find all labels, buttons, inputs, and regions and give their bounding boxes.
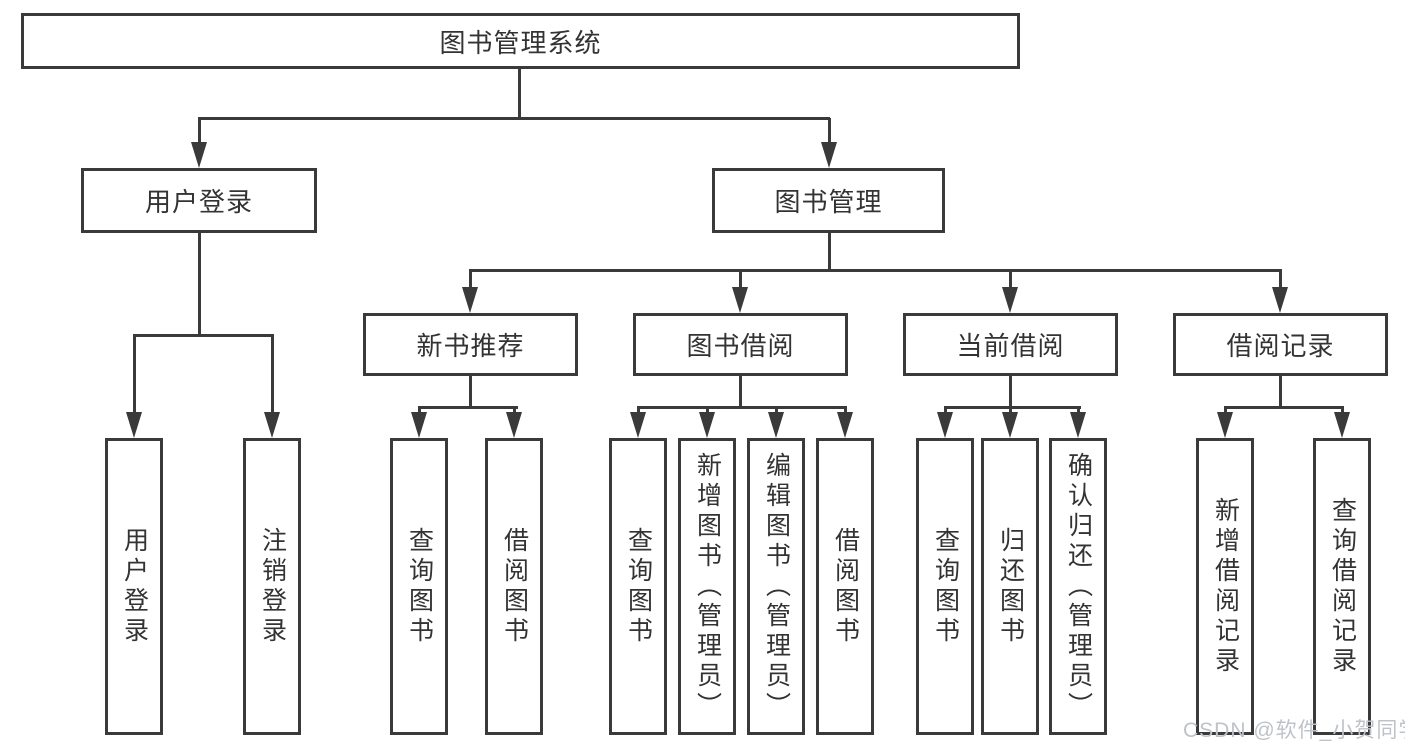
connector-line bbox=[513, 406, 516, 416]
node-label: 新书推荐 bbox=[416, 331, 525, 361]
leaf-query-books-borrow: 查询图书 bbox=[609, 438, 667, 735]
leaf-add-borrow-record: 新增借阅记录 bbox=[1196, 438, 1254, 735]
connector-line bbox=[844, 406, 847, 416]
connector-line bbox=[739, 270, 742, 290]
arrowhead-down bbox=[462, 287, 478, 313]
arrowhead-down bbox=[1217, 412, 1233, 438]
arrowhead-down bbox=[1070, 412, 1086, 438]
node-user-login: 用户登录 bbox=[81, 168, 317, 233]
csdn-watermark: CSDN @软件_小贺同学 bbox=[1183, 719, 1405, 742]
node-label: 当前借阅 bbox=[956, 331, 1065, 361]
arrowhead-down bbox=[1002, 412, 1018, 438]
arrowhead-down bbox=[411, 412, 427, 438]
arrowhead-down bbox=[837, 412, 853, 438]
connector-line bbox=[271, 334, 274, 414]
connector-line bbox=[1224, 406, 1227, 416]
connector-line bbox=[198, 117, 830, 120]
leaf-label: 借阅图书 bbox=[831, 526, 860, 647]
leaf-return-books: 归还图书 bbox=[981, 438, 1039, 735]
connector-line bbox=[133, 334, 136, 414]
leaf-query-borrow-record: 查询借阅记录 bbox=[1313, 438, 1371, 735]
leaf-query-books-recommend: 查询图书 bbox=[390, 438, 448, 735]
arrowhead-down bbox=[1334, 412, 1350, 438]
leaf-borrow-books-recommend: 借阅图书 bbox=[485, 438, 543, 735]
leaf-label: 查询借阅记录 bbox=[1328, 496, 1357, 677]
connector-line bbox=[944, 406, 947, 416]
leaf-logout-login: 注销登录 bbox=[243, 438, 301, 735]
arrowhead-down bbox=[699, 412, 715, 438]
connector-line bbox=[198, 118, 201, 145]
leaf-label: 查询图书 bbox=[405, 526, 434, 647]
arrowhead-down bbox=[506, 412, 522, 438]
arrowhead-down bbox=[937, 412, 953, 438]
arrowhead-down bbox=[768, 412, 784, 438]
node-label: 图书管理系统 bbox=[439, 27, 602, 58]
connector-line bbox=[706, 406, 709, 416]
node-label: 用户登录 bbox=[144, 187, 253, 217]
leaf-add-books-admin: 新增图书（管理员） bbox=[678, 438, 736, 735]
arrowhead-down bbox=[264, 412, 280, 438]
connector-line bbox=[739, 376, 742, 407]
connector-line bbox=[1279, 376, 1282, 407]
connector-line bbox=[1341, 406, 1344, 416]
node-library-management-system: 图书管理系统 bbox=[21, 13, 1020, 69]
node-current-borrowing: 当前借阅 bbox=[903, 313, 1118, 376]
connector-line bbox=[637, 406, 640, 416]
connector-line bbox=[828, 118, 831, 145]
connector-line bbox=[518, 69, 521, 118]
node-label: 图书借阅 bbox=[686, 331, 795, 361]
arrowhead-down bbox=[126, 412, 142, 438]
arrowhead-down bbox=[1272, 287, 1288, 313]
connector-line bbox=[775, 406, 778, 416]
node-book-management: 图书管理 bbox=[712, 168, 945, 233]
arrowhead-down bbox=[821, 142, 837, 168]
node-label: 借阅记录 bbox=[1226, 331, 1335, 361]
leaf-user-login: 用户登录 bbox=[105, 438, 163, 735]
leaf-label: 新增借阅记录 bbox=[1211, 496, 1240, 677]
leaf-label: 确认归还（管理员） bbox=[1064, 451, 1093, 722]
connector-line bbox=[198, 233, 201, 335]
leaf-label: 查询图书 bbox=[931, 526, 960, 647]
leaf-borrow-books: 借阅图书 bbox=[816, 438, 874, 735]
connector-line bbox=[1279, 270, 1282, 290]
leaf-label: 注销登录 bbox=[258, 526, 287, 647]
connector-line bbox=[469, 376, 472, 407]
connector-line bbox=[1009, 376, 1012, 407]
node-borrowing-records: 借阅记录 bbox=[1173, 313, 1388, 376]
leaf-confirm-return-admin: 确认归还（管理员） bbox=[1049, 438, 1107, 735]
leaf-label: 借阅图书 bbox=[500, 526, 529, 647]
node-book-borrowing: 图书借阅 bbox=[633, 313, 848, 376]
connector-line bbox=[1009, 406, 1012, 416]
leaf-query-books-current: 查询图书 bbox=[916, 438, 974, 735]
leaf-label: 归还图书 bbox=[996, 526, 1025, 647]
leaf-label: 编辑图书（管理员） bbox=[762, 451, 791, 722]
connector-line bbox=[469, 269, 1282, 272]
arrowhead-down bbox=[732, 287, 748, 313]
connector-line bbox=[1009, 270, 1012, 290]
connector-line bbox=[469, 270, 472, 290]
connector-line bbox=[133, 334, 274, 337]
arrowhead-down bbox=[191, 142, 207, 168]
node-new-book-recommendation: 新书推荐 bbox=[363, 313, 578, 376]
connector-line bbox=[418, 406, 518, 409]
connector-line bbox=[1224, 406, 1344, 409]
node-label: 图书管理 bbox=[774, 187, 883, 217]
connector-line bbox=[637, 406, 847, 409]
connector-line bbox=[1077, 406, 1080, 416]
leaf-edit-books-admin: 编辑图书（管理员） bbox=[747, 438, 805, 735]
connector-line bbox=[944, 406, 1081, 409]
connector-line bbox=[418, 406, 421, 416]
leaf-label: 新增图书（管理员） bbox=[693, 451, 722, 722]
arrowhead-down bbox=[630, 412, 646, 438]
connector-line bbox=[828, 233, 831, 270]
arrowhead-down bbox=[1002, 287, 1018, 313]
leaf-label: 查询图书 bbox=[624, 526, 653, 647]
leaf-label: 用户登录 bbox=[120, 526, 149, 647]
